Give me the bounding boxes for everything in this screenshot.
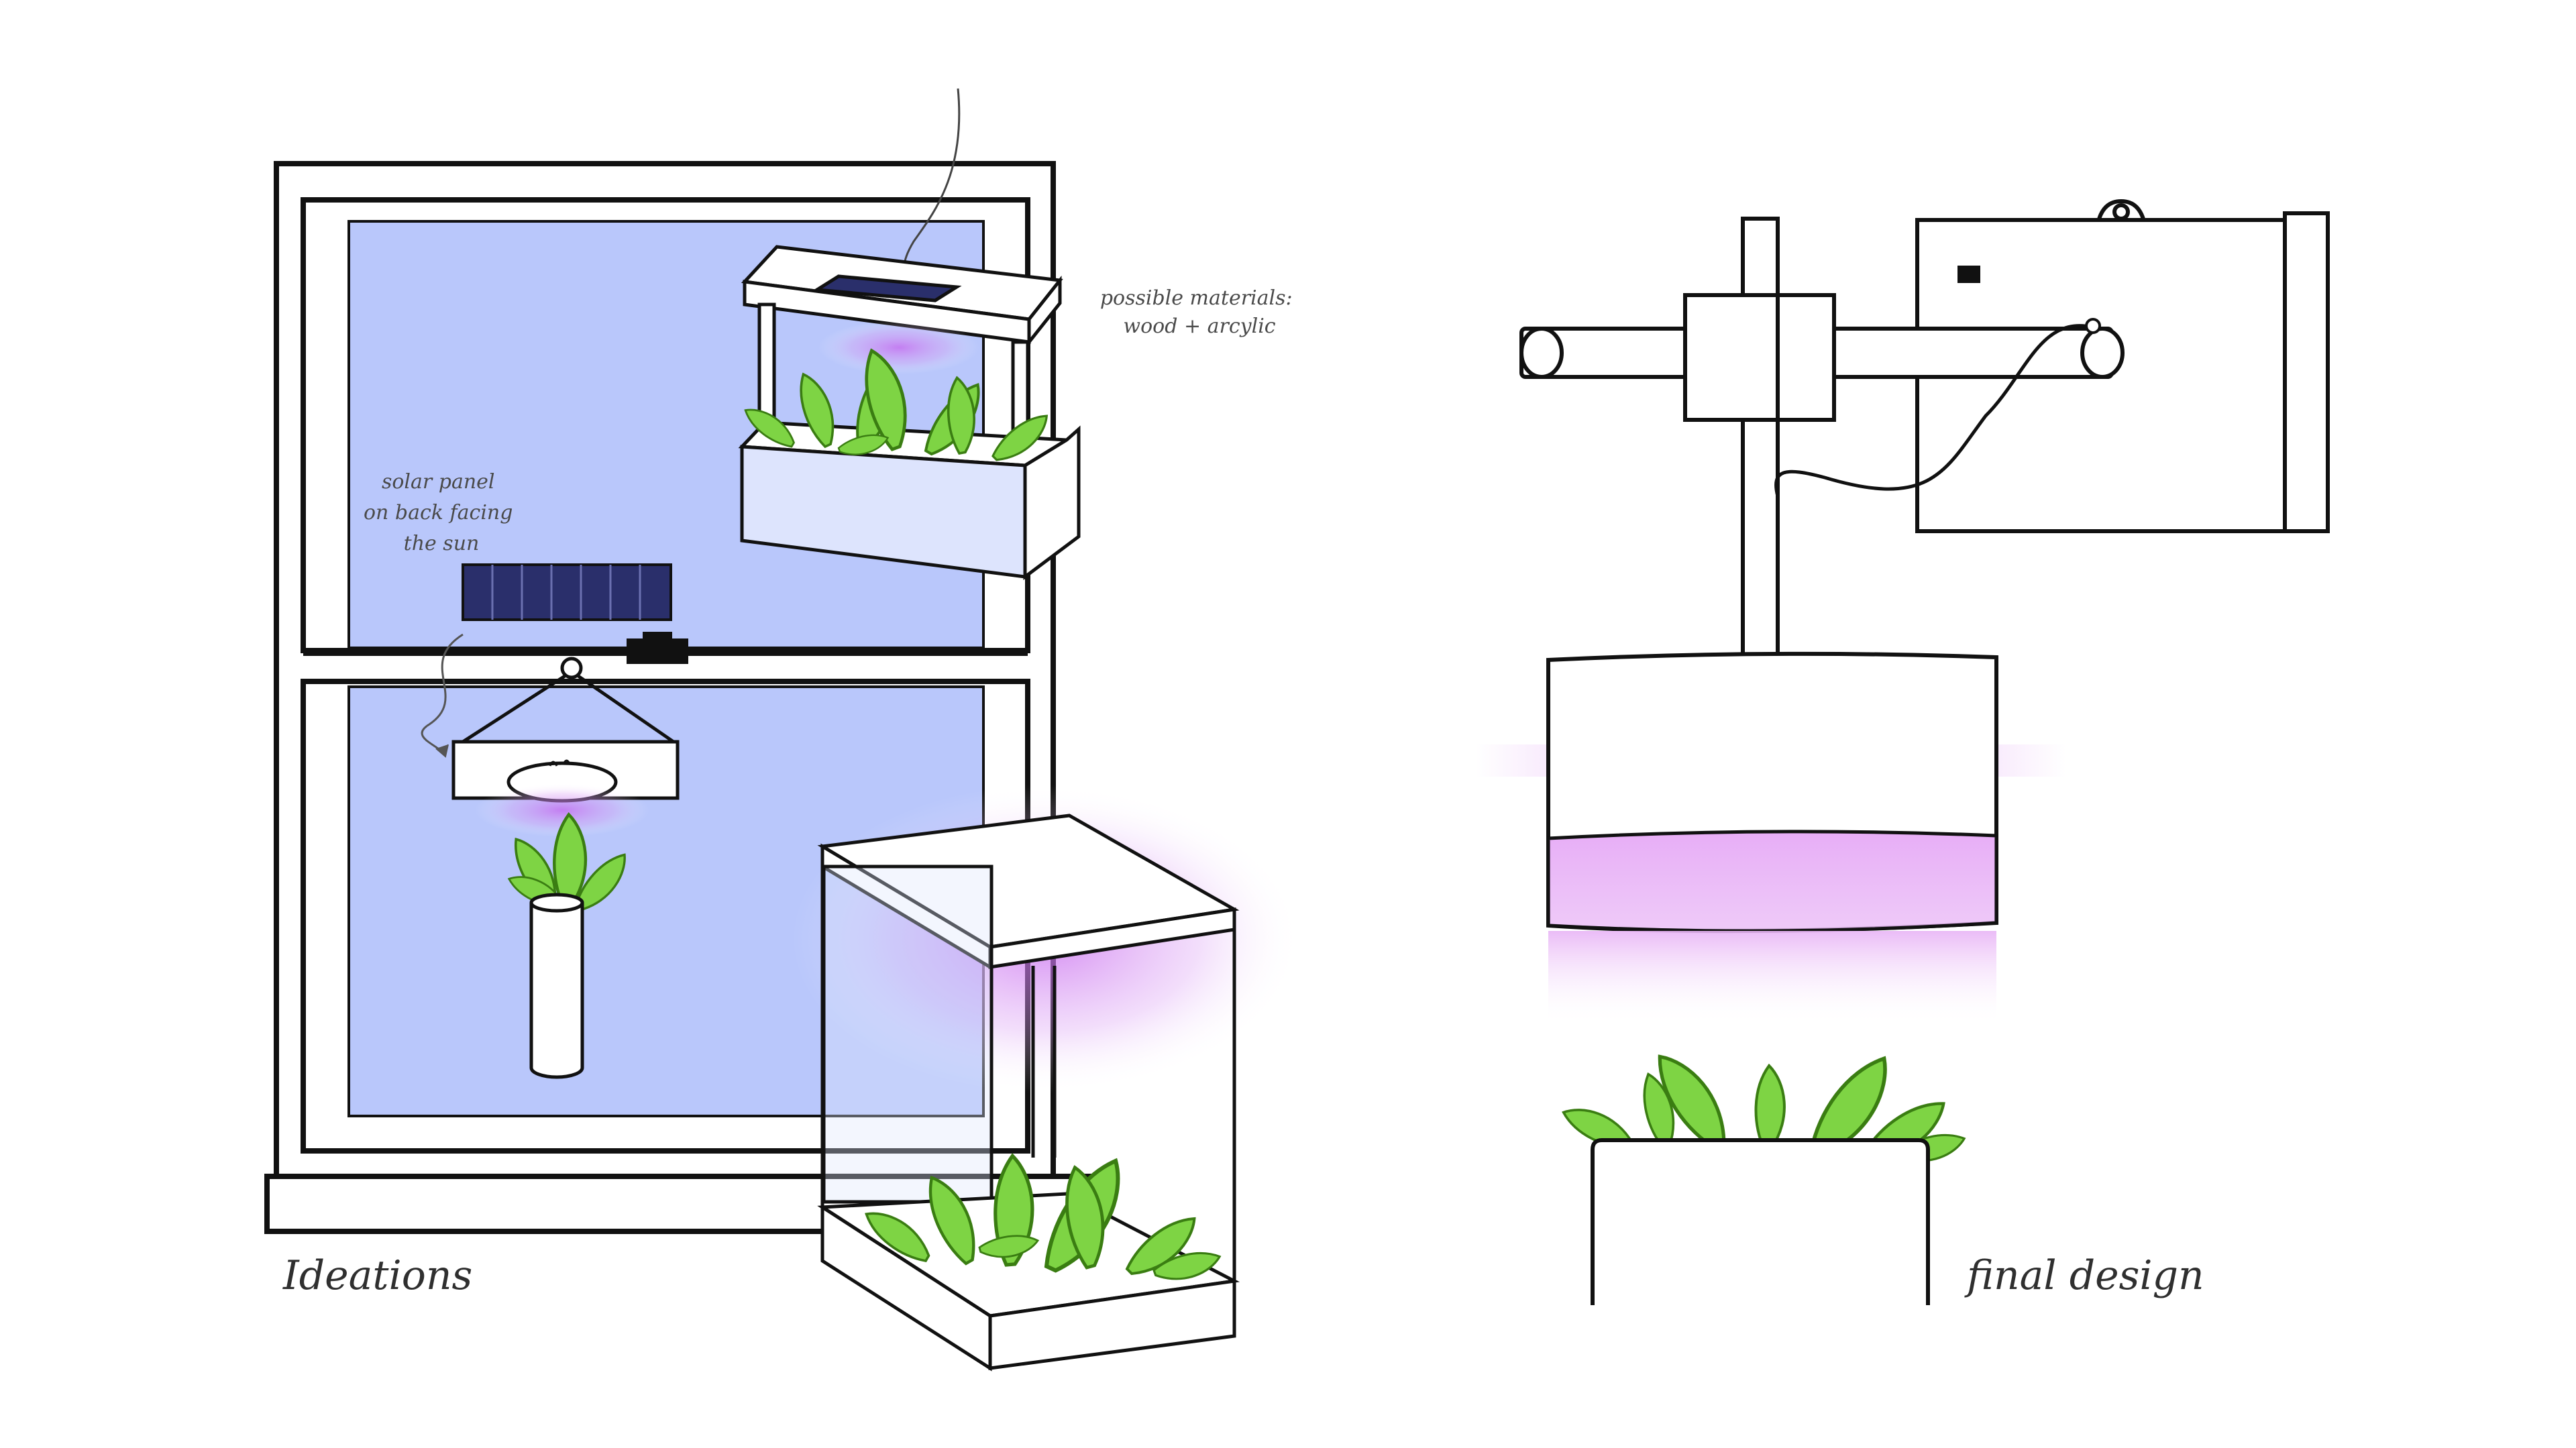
latch-block	[627, 638, 688, 664]
power-cable	[1774, 324, 2094, 497]
final-design-title: final design	[1964, 1252, 2204, 1299]
annotation-arrow	[421, 633, 464, 754]
final-pot	[1591, 1138, 1930, 1305]
switch-icon	[1957, 266, 1980, 283]
light-cone	[1548, 931, 1996, 1025]
plant-tube	[529, 893, 584, 1079]
solar-panel-label: solar panel on back facing the sun	[364, 470, 519, 555]
solar-panel	[462, 563, 672, 621]
ideations-title: Ideations	[282, 1252, 472, 1299]
box-glow	[818, 321, 979, 374]
lamp-stand	[1519, 217, 2125, 663]
solar-box-planter	[738, 245, 1081, 580]
lamp-shade	[1546, 651, 1998, 934]
hanging-glow	[475, 783, 649, 837]
standing-planter	[817, 814, 1240, 1372]
materials-label: possible materials: wood + arcylic	[1100, 286, 1299, 338]
